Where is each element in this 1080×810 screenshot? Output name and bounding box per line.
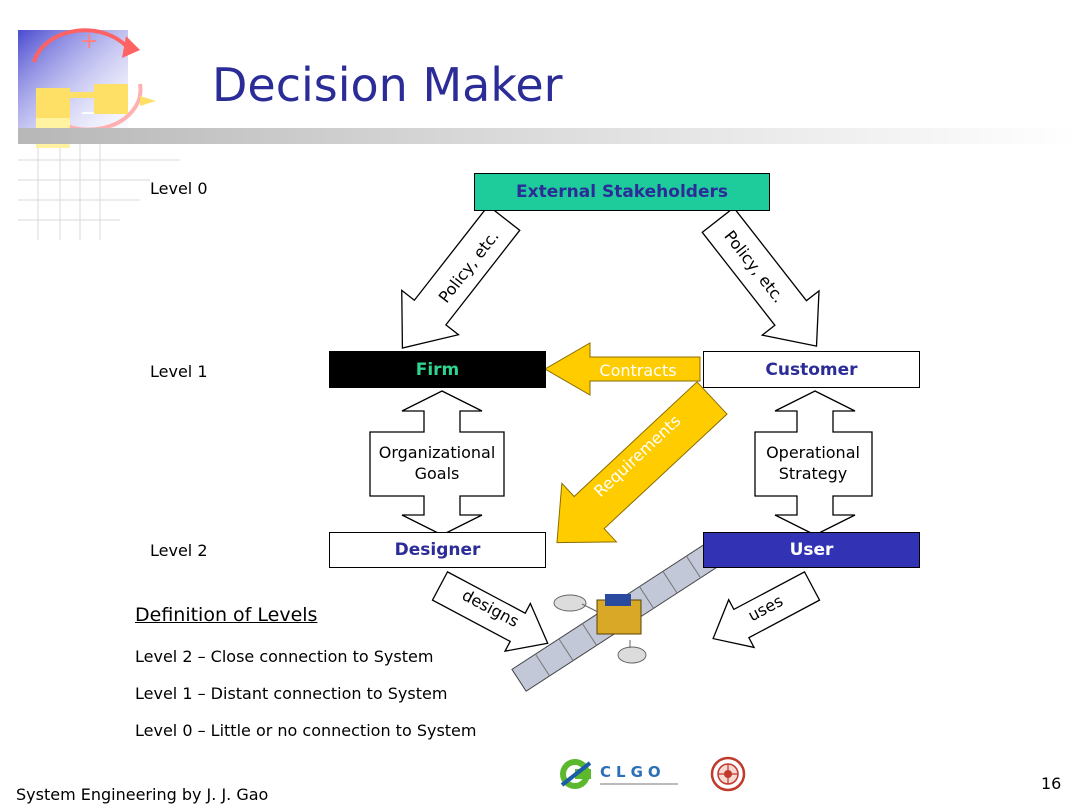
level-0-label: Level 0 [150,179,208,198]
definition-item-level0: Level 0 – Little or no connection to Sys… [135,721,477,740]
external-stakeholders-node: External Stakeholders [474,173,770,211]
org-goals-label-line2: Goals [415,464,460,483]
definition-item-level2: Level 2 – Close connection to System [135,647,434,666]
op-strategy-label-line1: Operational [766,443,860,462]
op-strategy-label-line2: Strategy [779,464,848,483]
svg-text:−: − [80,101,98,126]
level-2-label: Level 2 [150,541,208,560]
designer-node: Designer [329,532,546,568]
clgo-logo-text: CLGO [600,763,666,781]
policy-left-arrow [401,204,521,349]
org-goals-arrow [369,390,505,536]
clgo-logo-icon: CLGO [560,759,678,789]
op-strategy-arrow [754,390,873,536]
contracts-arrow [544,342,701,396]
policy-right-arrow [701,206,820,347]
level-1-label: Level 1 [150,362,208,381]
svg-text:+: + [80,29,98,54]
page-number: 16 [1041,774,1062,793]
org-goals-label-line1: Organizational [379,443,496,462]
user-node: User [703,532,920,568]
definitions-heading: Definition of Levels [135,604,318,626]
footer-author: System Engineering by J. J. Gao [16,785,269,804]
customer-node: Customer [703,351,920,388]
firm-node: Firm [329,351,546,388]
designs-arrow [431,570,549,653]
page-title: Decision Maker [212,58,563,112]
requirements-arrow [556,381,728,544]
university-seal-icon [710,756,746,792]
definition-item-level1: Level 1 – Distant connection to System [135,684,448,703]
uses-arrow [712,570,821,649]
satellite-icon [511,540,725,692]
contracts-label: Contracts [599,361,676,380]
title-divider [18,128,1080,144]
